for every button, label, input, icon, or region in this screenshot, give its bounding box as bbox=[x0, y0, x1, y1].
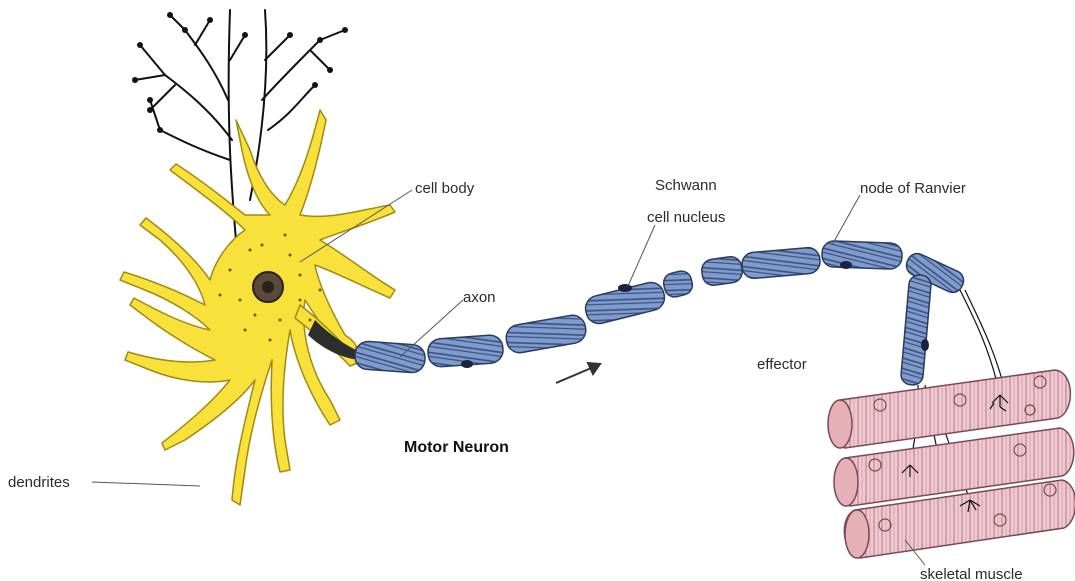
label-effector: effector bbox=[757, 356, 807, 373]
myelin-segment bbox=[504, 313, 588, 354]
label-cell-body: cell body bbox=[415, 180, 475, 197]
label-axon: axon bbox=[463, 289, 496, 306]
diagram-title: Motor Neuron bbox=[404, 439, 509, 456]
label-schwann-line2: cell nucleus bbox=[647, 209, 725, 226]
schwann-nuclei bbox=[461, 261, 929, 368]
myelin-segment bbox=[822, 241, 903, 270]
label-schwann-line1: Schwann bbox=[655, 177, 717, 194]
nucleus bbox=[253, 272, 283, 302]
skeletal-muscle bbox=[828, 370, 1075, 558]
cell-body bbox=[120, 110, 395, 505]
myelin-segment bbox=[700, 255, 743, 286]
label-skeletal-muscle: skeletal muscle bbox=[920, 566, 1023, 581]
synaptic-knobs bbox=[132, 12, 348, 133]
myelin-segment bbox=[662, 269, 695, 299]
myelin-segment bbox=[741, 247, 821, 280]
myelin-segment bbox=[354, 341, 426, 374]
label-node-of-ranvier: node of Ranvier bbox=[860, 180, 966, 197]
myelin-segment bbox=[900, 274, 932, 385]
myelin-sheath bbox=[354, 241, 967, 386]
label-dendrites: dendrites bbox=[8, 474, 70, 491]
direction-arrow bbox=[556, 363, 600, 383]
